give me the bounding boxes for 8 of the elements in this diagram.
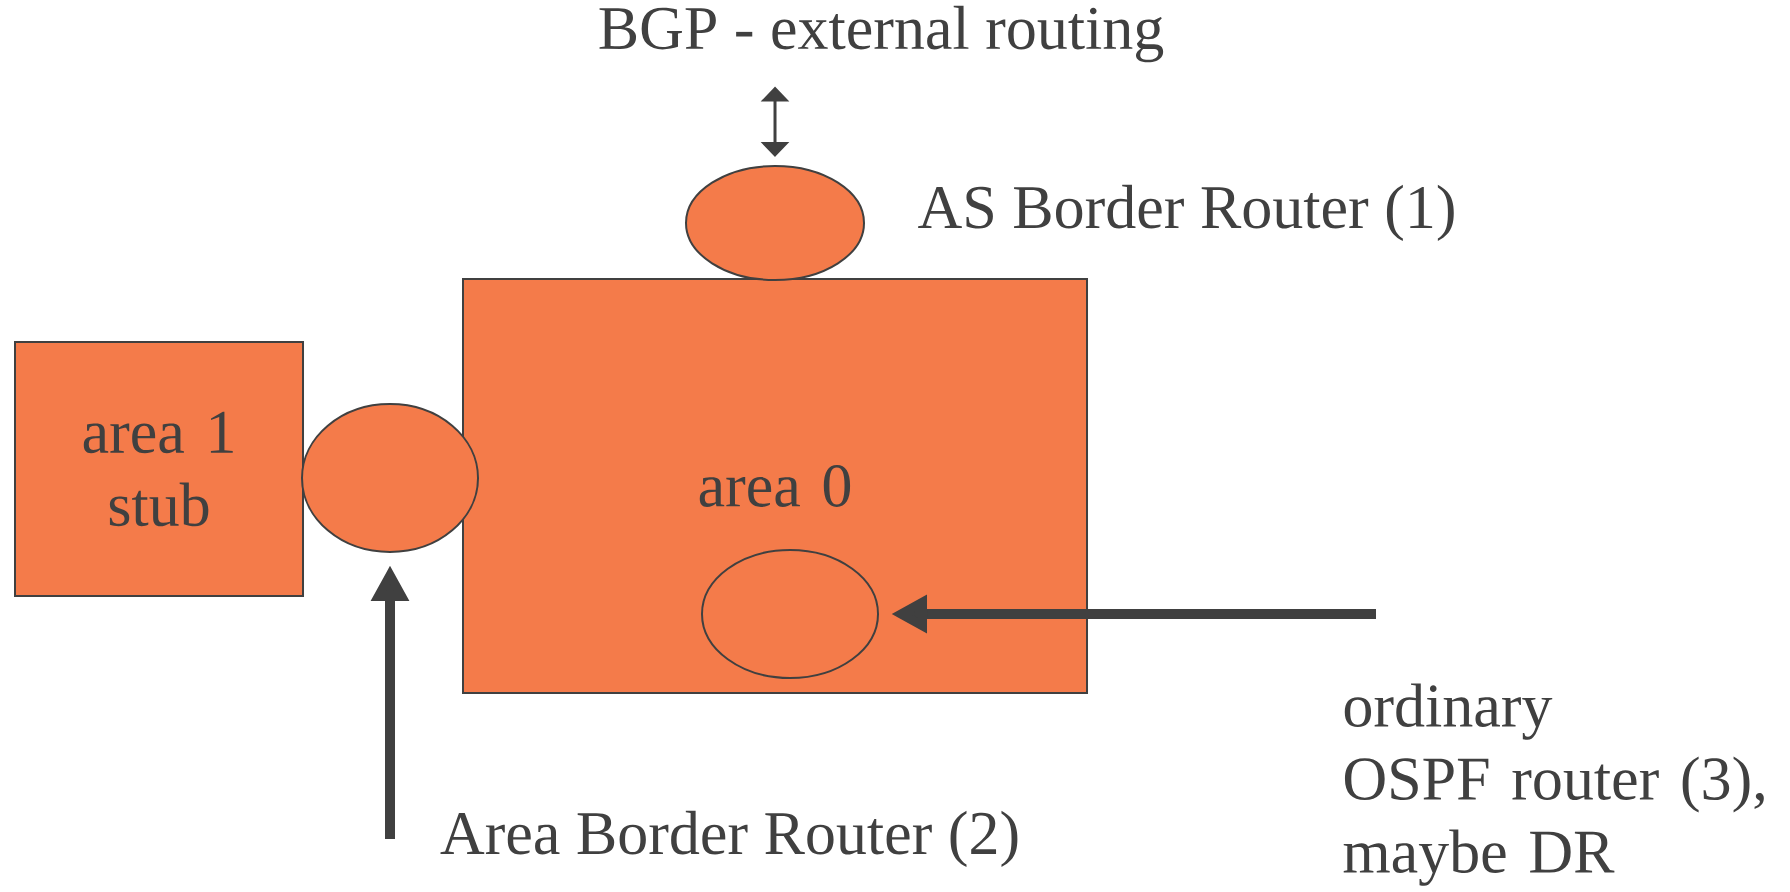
router-ellipse [701,549,879,679]
router-label: ordinary OSPF router (3), maybe DR [1343,683,1764,886]
router-ellipse [301,403,479,553]
area-box: area 0 [462,278,1088,694]
router-label: Area Border Router (2) [440,810,1018,868]
router-ellipse [685,165,865,281]
router-label: AS Border Router (1) [918,184,1454,242]
heading-text: BGP - external routing [599,5,1164,63]
